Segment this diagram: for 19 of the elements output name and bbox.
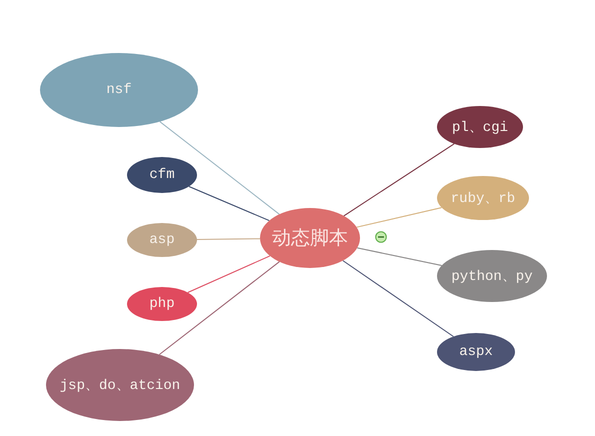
connector-line [343, 143, 455, 216]
connector-line [196, 238, 260, 240]
connector-line [356, 207, 442, 228]
branch-ellipse: ruby、rb [437, 176, 529, 220]
connector-line [159, 121, 280, 215]
branch-ellipse: asp [127, 223, 197, 257]
connector-line [342, 260, 454, 337]
connector-line [158, 261, 280, 355]
connector-line [356, 247, 442, 266]
topic-ellipse: 动态脚本 [260, 208, 360, 268]
branch-ellipse: aspx [437, 333, 515, 371]
branch-ellipse: python、py [437, 250, 547, 302]
branch-ellipse: cfm [127, 157, 197, 193]
branch-ellipse: php [127, 287, 197, 321]
connector-line [188, 186, 270, 222]
branch-ellipse: pl、cgi [437, 106, 523, 148]
branch-ellipse: jsp、do、atcion [46, 349, 194, 421]
branch-ellipse: nsf [40, 53, 198, 127]
connector-line [187, 255, 270, 293]
